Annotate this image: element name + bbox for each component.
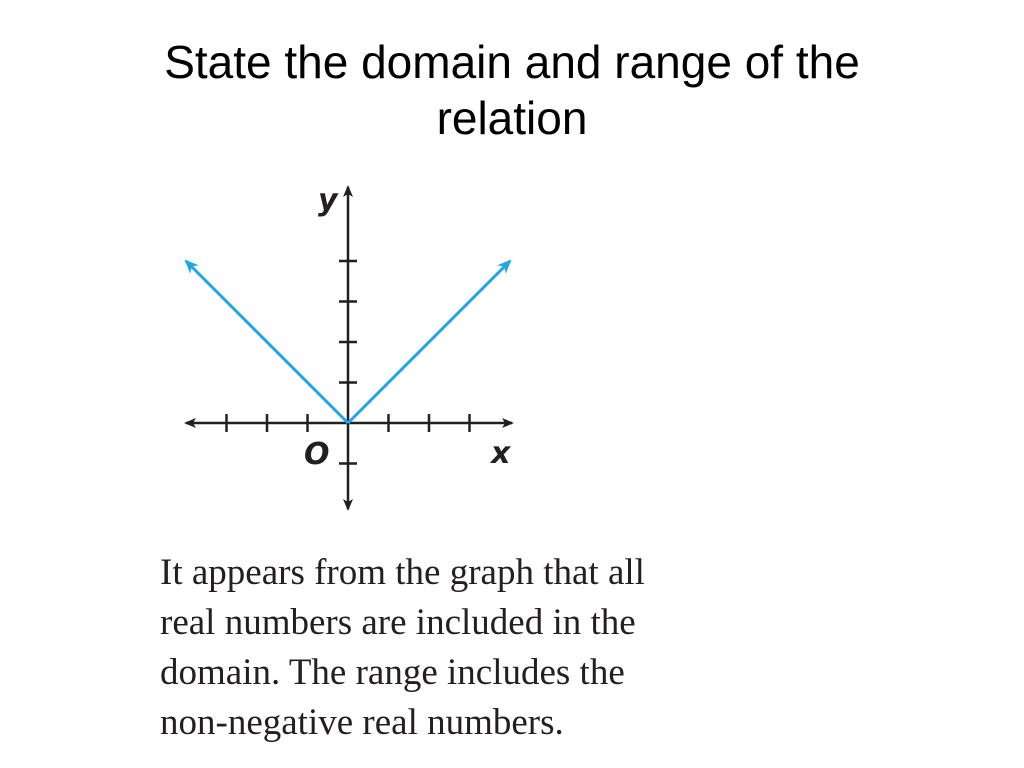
x-axis-label: x — [489, 436, 512, 471]
title-line-1: State the domain and range of the — [164, 36, 860, 88]
origin-label: O — [304, 437, 330, 472]
caption-line-2: real numbers are included in the — [160, 602, 636, 643]
caption-line-3: domain. The range includes the — [160, 652, 625, 693]
relation-line-segment — [346, 259, 512, 425]
y-axis-label: y — [318, 183, 339, 218]
answer-caption: It appears from the graph that all real … — [160, 548, 860, 748]
caption-line-1: It appears from the graph that all — [160, 552, 645, 593]
title-line-2: relation — [436, 92, 588, 144]
relation-series — [184, 259, 512, 425]
slide-title: State the domain and range of the relati… — [60, 34, 964, 146]
caption-line-4: non-negative real numbers. — [160, 702, 564, 743]
coordinate-graph: y x O — [184, 183, 514, 511]
relation-line-segment — [184, 259, 350, 425]
